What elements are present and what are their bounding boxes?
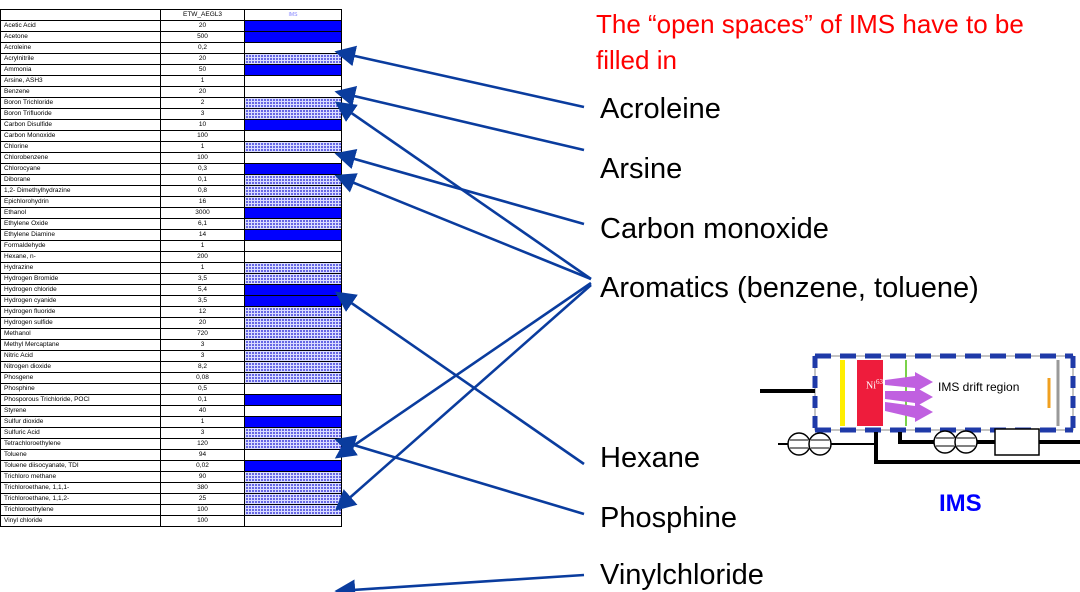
table-row: Hexane, n-200	[0, 251, 342, 263]
ims-caption: IMS	[939, 490, 982, 517]
instruction-note: The “open spaces” of IMS have to be fill…	[596, 9, 1024, 75]
label-vinylchloride: Vinylchloride	[600, 559, 764, 591]
filter-box	[994, 428, 1040, 456]
arrow-acroleine	[334, 45, 585, 109]
yellow-plate	[840, 360, 845, 426]
arrow-aromatics-toluene	[335, 284, 592, 511]
label-phosphine: Phosphine	[600, 502, 738, 534]
label-carbon-monoxide: Carbon monoxide	[600, 213, 829, 245]
arrow-vinylchloride	[334, 573, 585, 592]
label-arsine: Arsine	[600, 153, 683, 185]
ni63-label: Ni63	[866, 378, 883, 392]
ni63-source	[857, 360, 883, 426]
arrow-aromatics-chlorobenzene	[334, 173, 592, 281]
label-acroleine: Acroleine	[600, 93, 721, 125]
arrow-hexane	[334, 291, 585, 466]
label-aromatics: Aromatics (benzene, toluene)	[600, 272, 979, 304]
label-hexane: Hexane	[600, 442, 700, 474]
arrow-carbon-monoxide	[334, 148, 585, 226]
arrow-phosphine	[334, 435, 585, 516]
ims-schematic	[760, 353, 1080, 464]
pump-icon	[787, 430, 978, 456]
ims-status-cell	[244, 515, 342, 527]
ims-drift-label: IMS drift region	[938, 380, 1020, 394]
arrow-aromatics-styrene	[334, 281, 592, 459]
chemical-name: Vinyl chloride	[0, 515, 161, 527]
table-header-row: ETW_AEGL3 IMS	[0, 9, 342, 21]
ion-arrows	[885, 372, 933, 422]
arrow-arsine	[334, 86, 585, 152]
table-row: Trichloroethane, 1,1,1-380	[0, 482, 342, 494]
